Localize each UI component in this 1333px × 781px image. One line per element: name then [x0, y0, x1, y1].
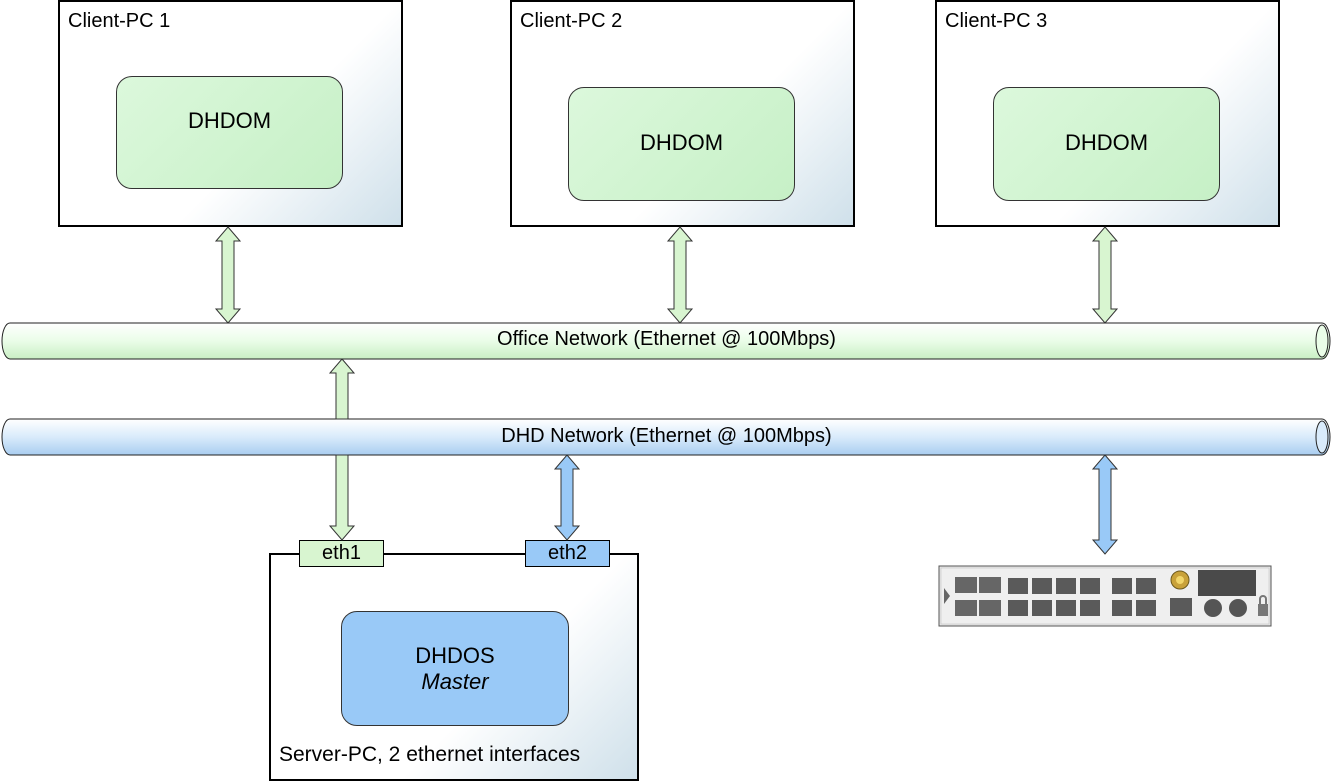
arrow-dhd-eth2 [553, 454, 581, 541]
client-pc-1-title: Client-PC 1 [68, 10, 171, 32]
dhd-network-label: DHD Network (Ethernet @ 100Mbps) [501, 425, 832, 447]
arrow-client3-office [1091, 226, 1119, 324]
server-dhdos-role: Master [421, 668, 489, 694]
client-pc-1: Client-PC 1 DHDOM [58, 0, 403, 227]
client-pc-3: Client-PC 3 DHDOM [935, 0, 1280, 227]
eth2-port: eth2 [525, 540, 610, 567]
client-pc-3-dhdom-label: DHDOM [1064, 130, 1149, 155]
client-pc-2-title: Client-PC 2 [520, 10, 623, 32]
office-network-label: Office Network (Ethernet @ 100Mbps) [497, 328, 836, 350]
server-dhdos-label: DHDOS [415, 642, 495, 668]
arrow-dhd-device [1091, 454, 1119, 555]
client-pc-3-dhdom: DHDOM [993, 87, 1220, 201]
client-pc-2-dhdom: DHDOM [568, 87, 795, 201]
eth1-port: eth1 [299, 540, 384, 567]
server-dhdos: DHDOS Master [341, 611, 569, 726]
arrow-office-eth1 [328, 358, 356, 541]
client-pc-3-title: Client-PC 3 [945, 10, 1048, 32]
client-pc-2: Client-PC 2 DHDOM [510, 0, 855, 227]
arrow-client2-office [666, 226, 694, 324]
server-pc: DHDOS Master Server-PC, 2 ethernet inter… [269, 553, 639, 781]
client-pc-1-dhdom: DHDOM [116, 76, 343, 189]
arrow-client1-office [214, 226, 242, 324]
server-caption: Server-PC, 2 ethernet interfaces [279, 743, 581, 766]
client-pc-1-dhdom-label: DHDOM [187, 107, 272, 133]
dhd-network-pipe [1, 418, 1331, 456]
dhd-device-panel [938, 565, 1272, 627]
client-pc-2-dhdom-label: DHDOM [639, 130, 724, 155]
office-network-pipe [1, 322, 1331, 360]
